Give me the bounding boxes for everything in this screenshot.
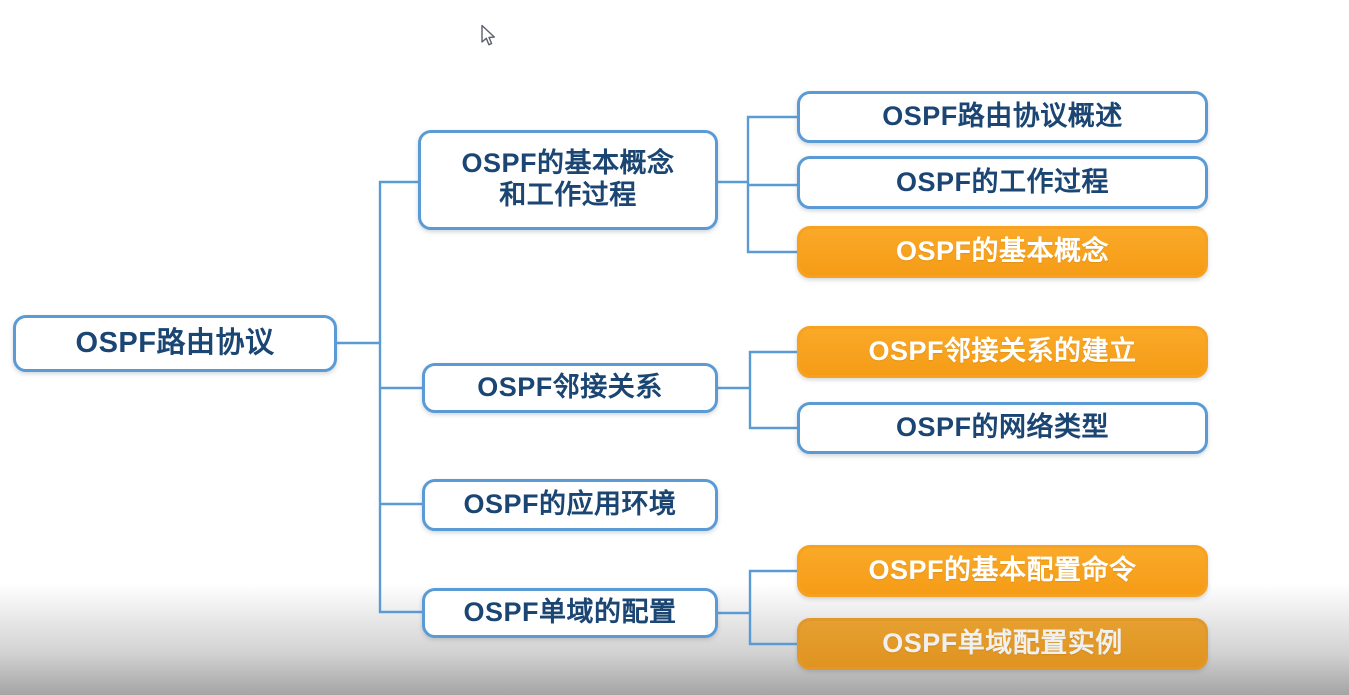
leaf-basic-configuration-commands: OSPF的基本配置命令	[797, 545, 1208, 597]
leaf-ospf-network-types: OSPF的网络类型	[797, 402, 1208, 454]
leaf-single-area-configuration-example: OSPF单域配置实例	[797, 618, 1208, 670]
branch-single-area-configuration: OSPF单域的配置	[422, 588, 718, 638]
leaf-ospf-basic-concepts: OSPF的基本概念	[797, 226, 1208, 278]
mouse-cursor-icon	[481, 24, 496, 46]
branch-basic-concepts-and-working-process: OSPF的基本概念 和工作过程	[418, 130, 718, 230]
branch-application-environment: OSPF的应用环境	[422, 479, 718, 531]
node-ospf-routing-protocol: OSPF路由协议	[13, 315, 337, 372]
branch-adjacency-relations: OSPF邻接关系	[422, 363, 718, 413]
leaf-ospf-working-process: OSPF的工作过程	[797, 156, 1208, 209]
leaf-adjacency-establishment: OSPF邻接关系的建立	[797, 326, 1208, 378]
leaf-ospf-protocol-overview: OSPF路由协议概述	[797, 91, 1208, 143]
